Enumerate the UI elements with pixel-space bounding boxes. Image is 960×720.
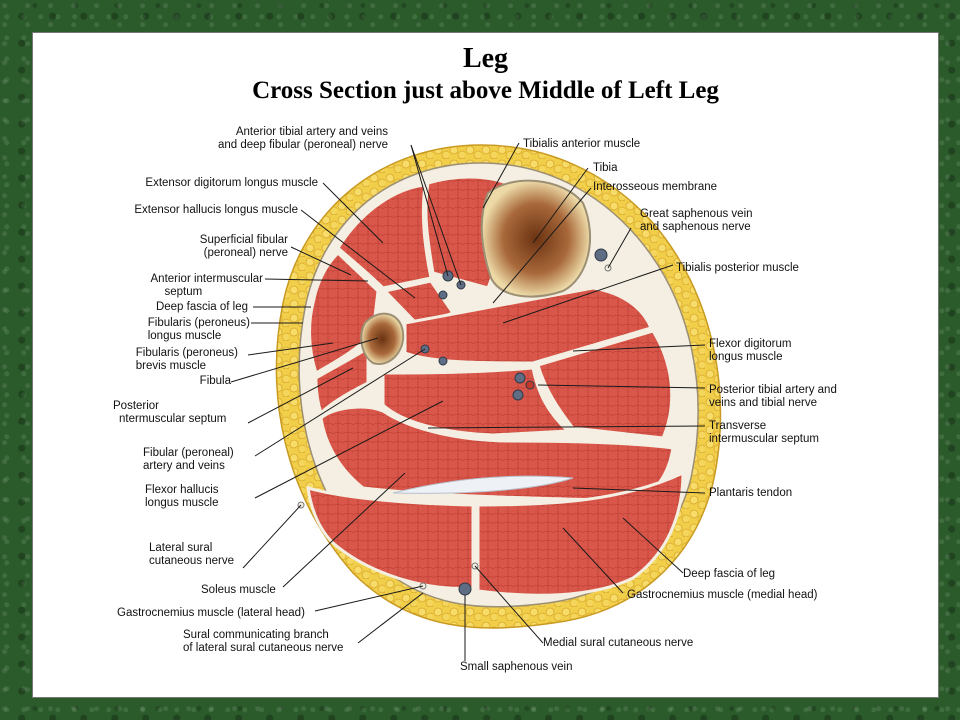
soleus-shape	[319, 405, 675, 503]
label-flexor-digitorum: Flexor digitorum longus muscle	[709, 338, 792, 363]
label-deep-fascia-right: Deep fascia of leg	[683, 568, 776, 580]
label-tibialis-posterior: Tibialis posterior muscle	[676, 262, 799, 274]
label-plantaris-tendon: Plantaris tendon	[709, 487, 793, 499]
gastrocnemius-medial-shape	[476, 470, 685, 597]
gastrocnemius-lateral-shape	[306, 485, 475, 590]
label-transverse-septum: Transverse intermuscular septum	[709, 420, 819, 445]
label-great-saphenous-vein: Great saphenous vein and saphenous nerve	[640, 208, 753, 233]
label-fibularis-longus: Fibularis (peroneus) longus muscle	[147, 317, 250, 342]
label-anterior-intermuscular-septum: Anterior intermuscular septum	[150, 273, 263, 298]
label-posterior-tibial-artery: Posterior tibial artery and veins and ti…	[709, 384, 837, 409]
fibula-bone	[360, 312, 405, 365]
label-flexor-hallucis: Flexor hallucis longus muscle	[145, 484, 219, 509]
label-small-saphenous-vein: Small saphenous vein	[460, 661, 573, 673]
extensor-digitorum-shape	[336, 183, 433, 290]
label-gastrocnemius-lateral: Gastrocnemius muscle (lateral head)	[117, 607, 305, 619]
flexor-digitorum-shape	[536, 329, 674, 440]
leader-lines	[230, 142, 706, 661]
page-title: Leg	[462, 43, 509, 74]
label-medial-sural-nerve: Medial sural cutaneous nerve	[543, 637, 694, 649]
label-gastrocnemius-medial: Gastrocnemius muscle (medial head)	[627, 589, 818, 601]
cross-section-illustration	[230, 142, 722, 661]
label-superficial-fibular-nerve: Superficial fibular (peroneal) nerve	[199, 234, 288, 259]
label-interosseous-membrane: Interosseous membrane	[593, 181, 718, 193]
label-tibialis-anterior: Tibialis anterior muscle	[523, 138, 641, 150]
slide-panel: Leg Cross Section just above Middle of L…	[32, 32, 939, 698]
label-anterior-tibial-artery: Anterior tibial artery and veins and dee…	[217, 126, 388, 151]
label-fibularis-brevis: Fibularis (peroneus) brevis muscle	[135, 347, 238, 372]
label-soleus: Soleus muscle	[201, 584, 276, 596]
label-fibula: Fibula	[199, 375, 231, 387]
label-extensor-digitorum: Extensor digitorum longus muscle	[145, 177, 318, 189]
label-deep-fascia-left: Deep fascia of leg	[155, 301, 248, 313]
label-posterior-intermuscular-septum: Posterior ntermuscular septum	[113, 400, 227, 425]
label-lateral-sural-nerve: Lateral sural cutaneous nerve	[149, 542, 235, 567]
fibularis-brevis-shape	[314, 345, 370, 416]
tendon-band	[392, 475, 574, 494]
label-tibia: Tibia	[593, 162, 618, 174]
page-subtitle: Cross Section just above Middle of Left …	[252, 77, 719, 104]
label-sural-communicating: Sural communicating branch of lateral su…	[183, 629, 344, 654]
tibialis-posterior-shape	[403, 286, 654, 365]
flexor-hallucis-shape	[381, 366, 572, 437]
label-fibular-artery: Fibular (peroneal) artery and veins	[143, 447, 234, 472]
label-extensor-hallucis: Extensor hallucis longus muscle	[134, 204, 298, 216]
